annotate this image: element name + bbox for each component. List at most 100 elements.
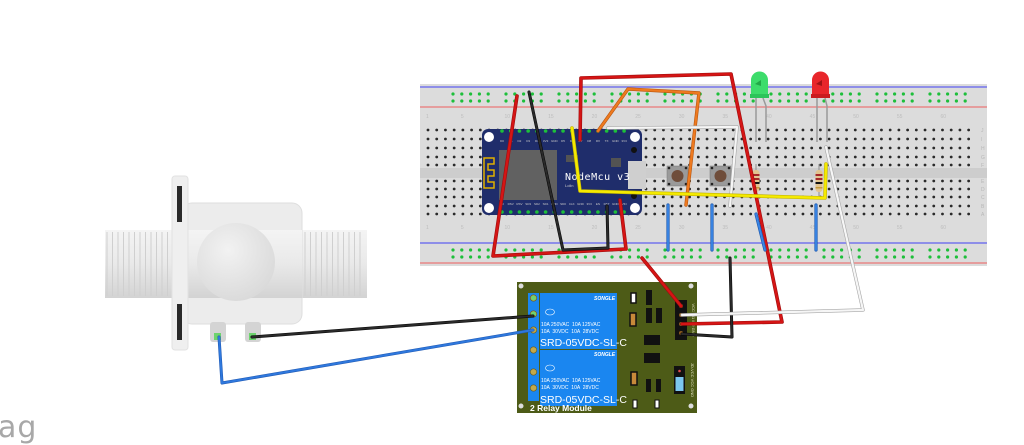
terminal-hole bbox=[941, 204, 944, 208]
rail-hole bbox=[884, 92, 888, 96]
terminal-hole bbox=[705, 212, 709, 216]
terminal-hole bbox=[880, 195, 883, 199]
terminal-hole bbox=[740, 163, 744, 167]
terminal-hole bbox=[819, 155, 822, 159]
rail-hole bbox=[530, 248, 535, 252]
terminal-hole bbox=[914, 155, 918, 159]
row-letter: J bbox=[981, 128, 984, 134]
column-number: 1 bbox=[426, 225, 429, 231]
terminal-hole bbox=[784, 137, 787, 141]
pin-label: D3 bbox=[526, 139, 530, 143]
column-number: 45 bbox=[810, 225, 816, 231]
terminal-hole bbox=[871, 163, 875, 167]
push-button-1[interactable] bbox=[666, 165, 689, 187]
terminal-hole bbox=[949, 163, 953, 167]
rail-hole bbox=[893, 255, 897, 259]
rail-hole bbox=[822, 248, 826, 252]
terminal-hole bbox=[461, 155, 465, 159]
wires bbox=[217, 72, 865, 385]
terminal-hole bbox=[967, 195, 971, 199]
rail-hole bbox=[460, 248, 464, 252]
pin-hole bbox=[500, 129, 504, 133]
terminal-hole bbox=[444, 179, 447, 183]
terminal-hole bbox=[836, 137, 840, 141]
rail-hole bbox=[954, 248, 959, 252]
rail-hole bbox=[504, 99, 508, 103]
terminal-hole bbox=[723, 187, 726, 191]
rail-hole bbox=[795, 92, 800, 96]
chip bbox=[566, 155, 578, 162]
terminal-hole bbox=[470, 128, 473, 132]
rail-hole bbox=[575, 99, 579, 103]
terminal-hole bbox=[653, 212, 657, 216]
terminal-hole bbox=[958, 128, 962, 132]
rail-hole bbox=[857, 248, 861, 252]
terminal-hole bbox=[723, 212, 726, 216]
input-header[interactable] bbox=[675, 300, 687, 340]
terminal-hole bbox=[845, 163, 848, 167]
terminal-hole bbox=[967, 179, 971, 183]
terminal-hole bbox=[705, 204, 709, 208]
rail-hole bbox=[937, 92, 941, 96]
push-button-2[interactable] bbox=[709, 165, 732, 187]
pin-hole bbox=[613, 210, 618, 214]
reset-button[interactable] bbox=[631, 147, 637, 153]
rail-hole bbox=[557, 92, 561, 96]
rail-hole bbox=[787, 99, 791, 103]
row-letter: A bbox=[981, 212, 985, 218]
terminal-hole bbox=[836, 212, 840, 216]
terminal-hole bbox=[670, 204, 674, 208]
rail-hole bbox=[539, 248, 543, 252]
rail-hole bbox=[778, 92, 782, 96]
relay-rating-line1: 10A 250VAC 10A 125VAC bbox=[541, 378, 601, 384]
column-number: 45 bbox=[810, 114, 816, 120]
terminal-hole bbox=[670, 128, 674, 132]
relay-rating-line2: 10A 30VDC 10A 28VDC bbox=[541, 385, 599, 391]
terminal-hole bbox=[766, 204, 770, 208]
rail-hole bbox=[539, 99, 543, 103]
terminal-hole bbox=[696, 163, 700, 167]
terminal-hole bbox=[827, 146, 831, 150]
terminal-hole bbox=[819, 146, 822, 150]
rail-hole bbox=[628, 248, 632, 252]
terminal-hole bbox=[705, 137, 709, 141]
mount-slot bbox=[177, 304, 182, 340]
flash-button[interactable] bbox=[631, 193, 637, 199]
terminal-hole bbox=[426, 212, 430, 216]
column-number: 30 bbox=[679, 225, 685, 231]
pin-label: SD0 bbox=[560, 202, 566, 206]
rail-hole bbox=[875, 248, 879, 252]
nodemcu-label: NodeMcu v3 bbox=[565, 172, 630, 183]
terminal-hole bbox=[941, 137, 944, 141]
mount-hole bbox=[630, 132, 640, 142]
terminal-hole bbox=[897, 195, 901, 199]
terminal-hole bbox=[784, 187, 787, 191]
rail-hole bbox=[557, 255, 561, 259]
rail-hole bbox=[689, 248, 694, 252]
terminal-hole bbox=[775, 212, 779, 216]
rail-hole bbox=[557, 99, 561, 103]
rail-hole bbox=[689, 99, 694, 103]
rail-hole bbox=[592, 92, 596, 96]
terminal-hole bbox=[444, 155, 447, 159]
rail-hole bbox=[566, 92, 570, 96]
rail-hole bbox=[787, 92, 791, 96]
rail-hole bbox=[751, 99, 755, 103]
rail-hole bbox=[884, 248, 888, 252]
rail-hole bbox=[583, 92, 588, 96]
terminal-hole bbox=[696, 179, 700, 183]
terminal-hole bbox=[452, 195, 456, 199]
terminal-hole bbox=[958, 179, 962, 183]
usb-port bbox=[628, 161, 646, 189]
rail-hole bbox=[742, 248, 747, 252]
terminal-hole bbox=[967, 155, 971, 159]
rail-hole bbox=[804, 92, 808, 96]
rail-hole bbox=[645, 92, 649, 96]
terminal-hole bbox=[775, 146, 779, 150]
watermark: ag bbox=[0, 410, 38, 445]
terminal-hole bbox=[688, 212, 691, 216]
antenna-trace-icon bbox=[483, 157, 495, 189]
rail-hole bbox=[469, 99, 473, 103]
rail-hole bbox=[795, 99, 800, 103]
